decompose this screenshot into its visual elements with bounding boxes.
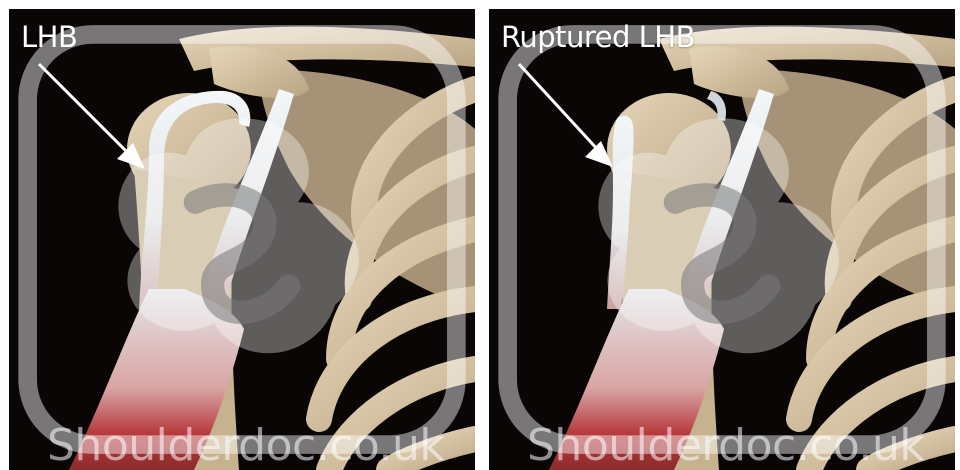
shoulderdoc-logo-icon — [9, 9, 475, 470]
panel-ruptured-lhb: Ruptured LHB Shoulderdoc.co.uk — [489, 9, 955, 470]
watermark-text: Shoulderdoc.co.uk — [47, 424, 444, 468]
watermark-text: Shoulderdoc.co.uk — [527, 424, 924, 468]
shoulderdoc-logo-icon — [489, 9, 955, 470]
panel-intact-lhb: LHB Shoulderdoc.co.uk — [9, 9, 475, 470]
